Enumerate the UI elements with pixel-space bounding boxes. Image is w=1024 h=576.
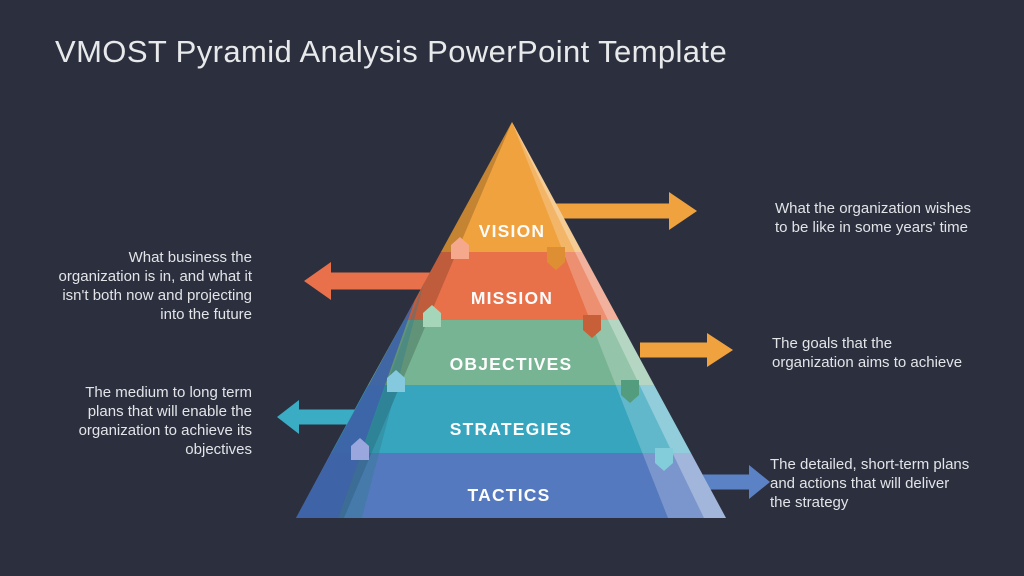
mission-description: What business the organization is in, an… [58,249,252,323]
mission-arrow-left-icon [304,262,440,300]
pyramid-right-edge-highlight [512,122,726,518]
chevron-down-icon [583,315,601,338]
objectives-description: The goals that the organization aims to … [772,335,963,371]
strategies-level-label: STRATEGIES [450,419,573,439]
vision-description: What the organization wishes to be like … [775,200,971,236]
pyramid-band-mission [404,252,619,320]
pyramid-band-tactics [296,453,726,518]
chevron-down-icon [547,247,565,270]
objectives-arrow-right-icon [640,333,733,367]
chevron-up-icon [451,237,469,259]
chevron-down-icon [621,380,639,403]
pyramid-band-objectives [368,320,654,385]
chevron-up-icon [387,370,405,392]
slide-title: VMOST Pyramid Analysis PowerPoint Templa… [55,34,728,69]
tactics-level-label: TACTICS [468,485,551,505]
vision-level-label: VISION [479,221,546,241]
mission-level-label: MISSION [471,288,553,308]
chevron-up-icon [351,438,369,460]
vision-arrow-right-icon [540,192,697,230]
strategies-description: The medium to long term plans that will … [78,384,252,458]
pyramid-band-strategies [331,385,691,453]
pyramid-left-blade-navy [296,300,415,518]
chevron-up-icon [423,305,441,327]
pyramid-band-vision [441,122,582,252]
strategies-arrow-left-icon [277,400,360,434]
pyramid-left-edge-shade [296,122,512,518]
chevron-down-icon [655,448,673,471]
objectives-level-label: OBJECTIVES [450,354,573,374]
tactics-description: The detailed, short-term plans and actio… [770,456,970,511]
tactics-arrow-right-icon [690,465,770,499]
pyramid-right-face-shade [512,122,726,518]
